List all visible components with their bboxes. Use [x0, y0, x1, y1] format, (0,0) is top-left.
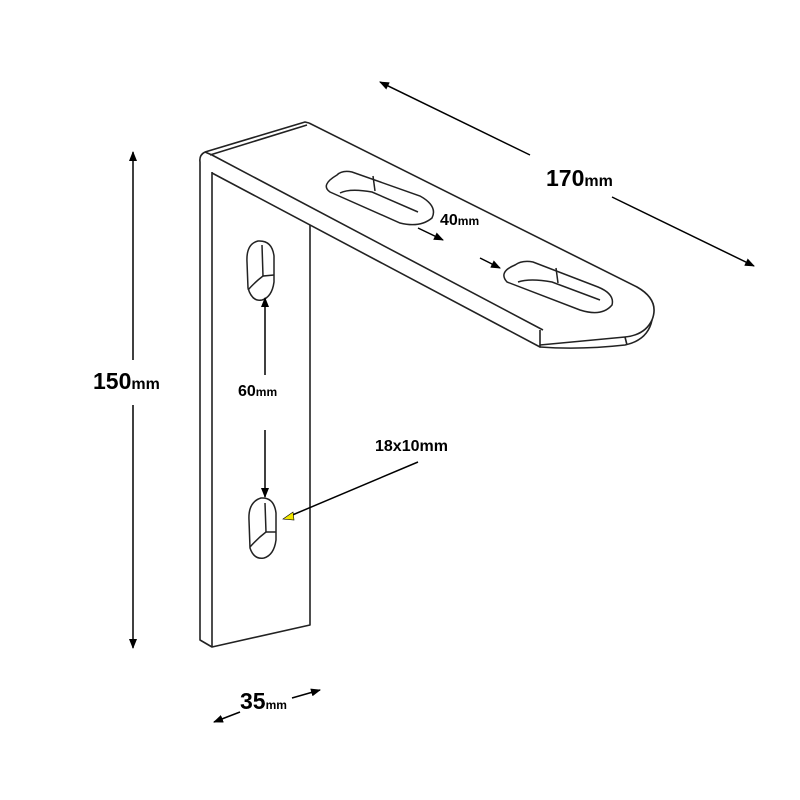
vertical-spacing-unit: mm [255, 385, 278, 399]
dim-170-arrow-right [611, 196, 755, 267]
height-unit: mm [131, 376, 160, 393]
dim-170-arrow-left [379, 81, 531, 156]
length-value: 170 [546, 165, 585, 191]
horizontal-spacing-unit: mm [457, 214, 480, 228]
dim-35-arrow-right [291, 688, 321, 699]
slot-vertical-1 [246, 240, 275, 301]
width-value: 35 [240, 688, 266, 714]
vertical-spacing-value: 60 [238, 383, 256, 400]
height-value: 150 [93, 368, 132, 394]
width-unit: mm [265, 698, 287, 712]
horizontal-spacing-value: 40 [440, 212, 458, 229]
dimension-lines [129, 81, 755, 723]
label-height: 150mm [93, 368, 160, 395]
slot-arm-2 [503, 260, 614, 314]
label-vertical-spacing: 60mm [238, 383, 277, 401]
label-length: 170mm [546, 165, 613, 192]
slot-arm-1-inner [339, 189, 419, 213]
label-width: 35mm [240, 688, 287, 715]
label-horizontal-spacing: 40mm [440, 212, 479, 230]
slot-arm-1 [325, 170, 435, 226]
bracket-outline [199, 121, 655, 648]
dim-40-arrow-1 [417, 227, 444, 241]
slot-vertical-2 [248, 497, 277, 560]
label-slot-size: 18x10mm [375, 438, 448, 455]
length-unit: mm [584, 173, 613, 190]
slots [246, 170, 614, 560]
dim-35-arrow-left [213, 711, 241, 723]
dim-40-arrow-2 [479, 257, 501, 269]
pointer-arrowhead-icon [282, 511, 295, 521]
slot-size-leader [289, 461, 419, 517]
